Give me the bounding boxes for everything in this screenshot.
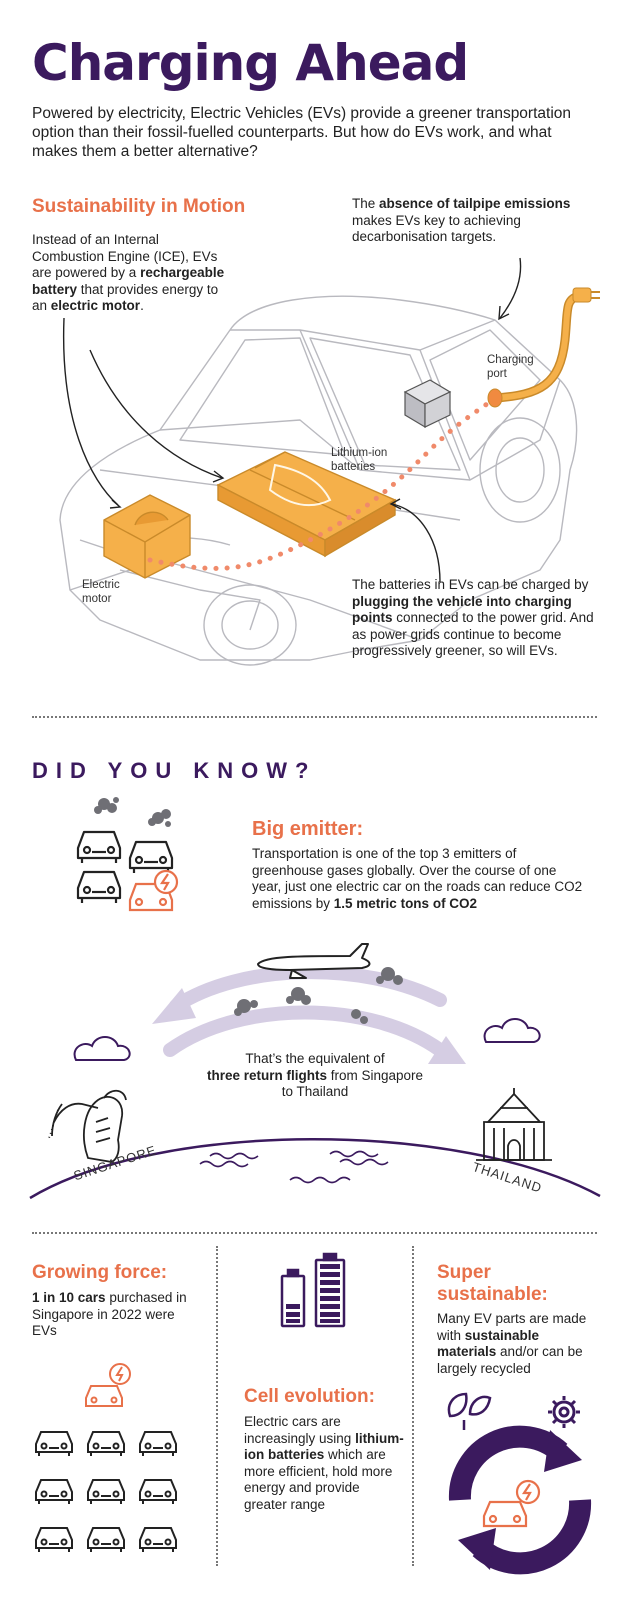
ev-car-icon — [482, 1479, 541, 1528]
emissions-bold-1: absence of tailpipe emissions — [379, 196, 571, 211]
ice-bold-2: electric motor — [50, 298, 141, 313]
temple-icon — [476, 1088, 552, 1161]
car-icon — [87, 1431, 125, 1456]
lithium-battery-pack — [216, 451, 397, 558]
lithium-label: Lithium-ion batteries — [331, 447, 388, 473]
intro-paragraph: Powered by electricity, Electric Vehicle… — [32, 105, 572, 160]
big-emitter-heading: Big emitter: — [252, 818, 364, 840]
big-emitter-text-1: Transportation is one of the top 3 emitt… — [252, 846, 583, 911]
car-grid-icon — [35, 1363, 177, 1552]
ice-text-2: that provides energy to an — [32, 281, 219, 314]
car-icon — [87, 1479, 125, 1504]
car-icon — [128, 840, 174, 873]
auxiliary-battery — [403, 379, 452, 429]
car-icon — [139, 1431, 177, 1456]
cloud-icon — [73, 1018, 541, 1061]
super-paragraph: Many EV parts are made with sustainable … — [437, 1311, 597, 1377]
car-icon — [139, 1527, 177, 1552]
car-icon — [35, 1527, 73, 1552]
emissions-text-2: makes EVs key to achieving decarbonisati… — [352, 212, 521, 245]
sustainability-heading: Sustainability in Motion — [32, 196, 246, 217]
car-icon — [76, 870, 122, 903]
growing-paragraph: 1 in 10 cars purchased in Singapore in 2… — [32, 1290, 202, 1340]
ev-car-icon — [85, 1363, 131, 1407]
big-emitter-paragraph: Transportation is one of the top 3 emitt… — [252, 846, 587, 912]
merlion-icon — [47, 1089, 127, 1163]
growing-text-1: purchased in Singapore in 2022 were EVs — [32, 1290, 187, 1338]
charging-text-1: The batteries in EVs can be charged by — [352, 577, 589, 592]
ice-paragraph: Instead of an Internal Combustion Engine… — [32, 232, 232, 315]
recycle-icon — [447, 1392, 592, 1575]
car-icon — [139, 1479, 177, 1504]
cell-text-1: Electric cars are increasingly using — [244, 1414, 356, 1446]
gear-icon — [548, 1396, 580, 1428]
car-icon — [35, 1479, 73, 1504]
cell-bold-1: lithium-ion batteries — [244, 1430, 404, 1463]
cars-smoke-icon — [76, 797, 179, 912]
emissions-paragraph: The absence of tailpipe emissions makes … — [352, 196, 592, 246]
cell-text-2: which are more efficient, hold more ener… — [244, 1447, 393, 1512]
cell-paragraph: Electric cars are increasingly using lit… — [244, 1414, 404, 1513]
ice-bold-1: rechargeable battery — [32, 265, 225, 297]
leaf-icon — [447, 1392, 492, 1430]
battery-icon — [280, 1252, 346, 1328]
did-you-know-heading: DID YOU KNOW? — [32, 758, 317, 783]
super-text-2: and/or can be largely recycled — [437, 1344, 583, 1376]
car-icon — [76, 830, 122, 863]
flight-text-2: from Singapore to Thailand — [281, 1067, 424, 1100]
divider-2 — [32, 1232, 597, 1234]
emissions-text-1: The — [352, 196, 380, 211]
motor-label: Electric motor — [82, 579, 120, 605]
column-divider-1 — [216, 1246, 218, 1566]
charging-port-label: Charging port — [487, 354, 534, 380]
car-icon — [35, 1431, 73, 1456]
super-bold-1: sustainable materials — [437, 1327, 540, 1360]
growing-bold-1: 1 in 10 cars — [32, 1290, 106, 1305]
charging-bold-1: plugging the vehicle into charging point… — [352, 593, 572, 626]
charging-text-2: connected to the power grid. And as powe… — [352, 610, 594, 658]
ice-text-3: . — [140, 298, 144, 313]
flight-paragraph: That’s the equivalent of three return fl… — [200, 1051, 430, 1101]
flight-text-1: That’s the equivalent of — [245, 1051, 385, 1066]
ev-car-illustration — [59, 257, 600, 666]
electric-motor — [103, 494, 191, 579]
arrow-right — [163, 1005, 447, 1057]
big-emitter-bold-1: 1.5 metric tons of CO2 — [333, 895, 478, 911]
ev-car-icon — [128, 869, 179, 912]
car-icon — [87, 1527, 125, 1552]
cell-heading: Cell evolution: — [244, 1386, 375, 1407]
flight-scene — [29, 943, 601, 1200]
super-heading: Super sustainable: — [437, 1262, 548, 1305]
ice-text-1: Instead of an Internal Combustion Engine… — [32, 232, 218, 280]
charging-plug-icon — [487, 287, 600, 408]
super-text-1: Many EV parts are made with — [437, 1311, 587, 1343]
flight-bold-1: three return flights — [206, 1067, 327, 1083]
page-title: Charging Ahead — [32, 34, 469, 92]
airplane-icon — [257, 943, 371, 979]
divider-1 — [32, 716, 597, 718]
charging-paragraph: The batteries in EVs can be charged by p… — [352, 577, 597, 660]
growing-heading: Growing force: — [32, 1262, 168, 1283]
column-divider-2 — [412, 1246, 414, 1566]
arrow-left — [169, 965, 447, 1013]
